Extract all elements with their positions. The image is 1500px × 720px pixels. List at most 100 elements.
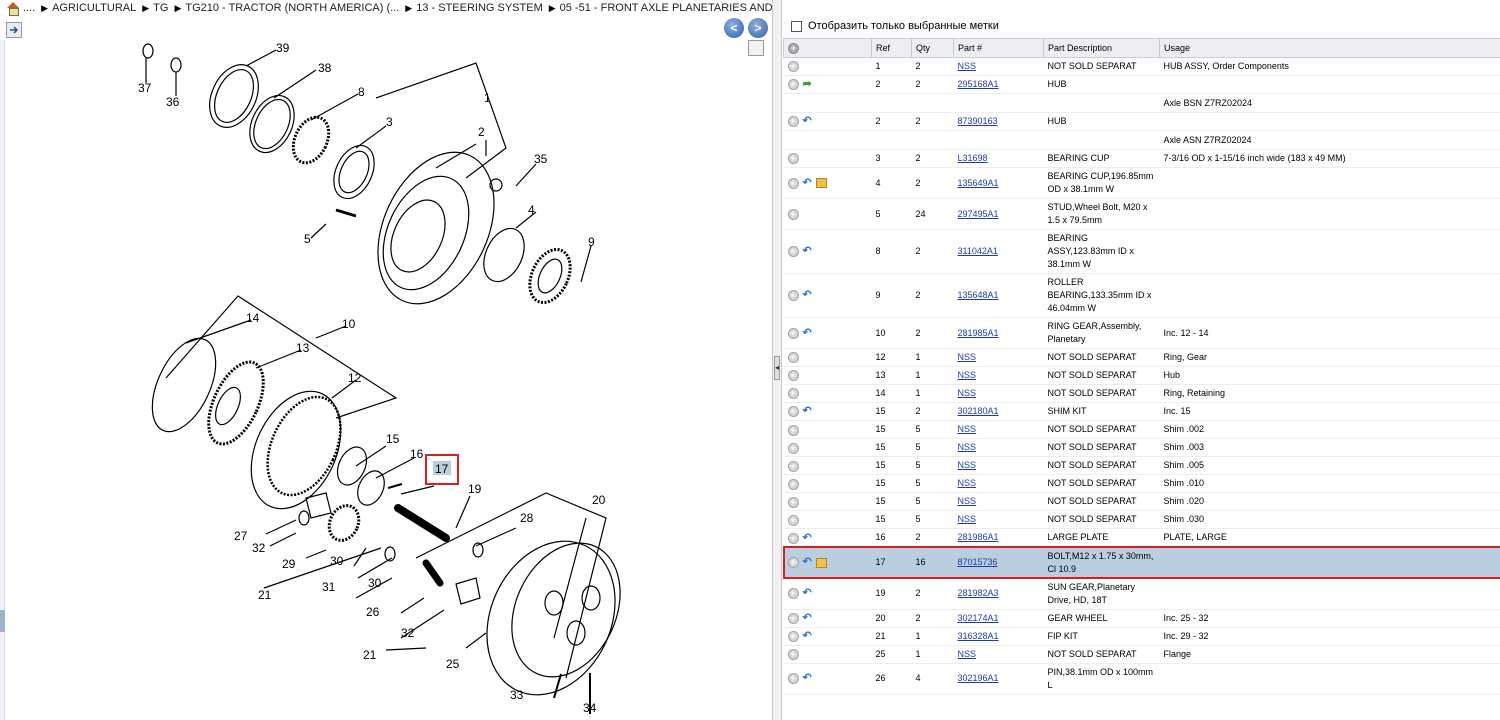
table-subrow[interactable]: Axle BSN Z7RZ02024 [783, 93, 1500, 114]
part-number-link[interactable]: 281985A1 [957, 327, 999, 338]
replaces-icon[interactable]: ↶ [802, 531, 812, 544]
add-to-cart-icon[interactable]: + [787, 532, 799, 544]
part-number-link[interactable]: 281982A3 [957, 588, 999, 598]
callout-20[interactable]: 20 [592, 493, 606, 507]
replaces-icon[interactable]: ↶ [802, 556, 812, 569]
part-number-link[interactable]: 302196A1 [957, 673, 999, 684]
callout-27[interactable]: 27 [234, 529, 248, 543]
callout-39[interactable]: 39 [276, 41, 290, 55]
show-selected-only-checkbox[interactable] [791, 20, 802, 32]
callout-16[interactable]: 16 [410, 447, 424, 461]
replaces-icon[interactable]: ↶ [802, 629, 812, 642]
part-number-link[interactable]: NSS [957, 370, 977, 381]
callout-30[interactable]: 30 [330, 554, 344, 568]
add-to-cart-icon[interactable]: + [787, 290, 799, 302]
part-number-link[interactable]: NSS [957, 460, 977, 471]
add-to-cart-icon[interactable]: + [787, 442, 799, 454]
breadcrumb-label[interactable]: AGRICULTURAL [52, 2, 137, 15]
callout-37[interactable]: 37 [138, 81, 152, 95]
add-to-cart-icon[interactable]: + [787, 327, 799, 339]
callout-13[interactable]: 13 [296, 341, 310, 355]
add-to-cart-icon[interactable]: + [787, 116, 799, 128]
callout-38[interactable]: 38 [318, 61, 332, 75]
breadcrumb-item[interactable]: ▶13 - STEERING SYSTEM [405, 2, 542, 14]
callout-35[interactable]: 35 [534, 152, 548, 166]
breadcrumb-item[interactable]: ▶05 -51 - FRONT AXLE PLANETARIES AND H..… [549, 2, 780, 14]
part-number-link[interactable]: 302180A1 [957, 406, 999, 417]
add-to-cart-icon[interactable]: + [787, 648, 799, 660]
part-number-link[interactable]: NSS [957, 388, 977, 399]
replaces-icon[interactable]: ↶ [802, 115, 812, 128]
add-to-cart-icon[interactable]: + [787, 612, 799, 624]
collapse-left-icon[interactable]: ◂ [774, 356, 780, 380]
add-to-cart-icon[interactable]: + [787, 246, 799, 258]
callout-17[interactable]: 17 [435, 462, 449, 476]
callout-21[interactable]: 21 [258, 588, 272, 602]
part-number-link[interactable]: 135648A1 [957, 290, 999, 301]
header-part-description[interactable]: Part Description [1043, 38, 1160, 58]
add-to-cart-icon[interactable]: + [787, 557, 799, 569]
replaces-icon[interactable]: ↶ [802, 245, 812, 258]
add-to-cart-icon[interactable]: + [787, 478, 799, 490]
part-number-link[interactable]: 297495A1 [957, 208, 999, 219]
replaces-icon[interactable]: ↶ [802, 289, 812, 302]
breadcrumb-item[interactable]: ▶TG [142, 2, 168, 14]
zoom-fit-button[interactable] [748, 40, 764, 56]
breadcrumb-label[interactable]: TG [153, 2, 169, 15]
replaces-icon[interactable]: ↶ [802, 672, 812, 685]
header-part-number[interactable]: Part # [953, 38, 1044, 58]
callout-21b[interactable]: 21 [363, 648, 377, 662]
callout-8[interactable]: 8 [358, 85, 365, 99]
collapse-panel-icon[interactable] [6, 22, 22, 38]
part-number-link[interactable]: 295168A1 [957, 79, 999, 90]
panel-splitter[interactable]: ◂ [772, 0, 782, 720]
callout-32[interactable]: 32 [252, 541, 266, 555]
package-icon[interactable] [815, 557, 827, 568]
add-to-cart-icon[interactable]: + [787, 352, 799, 364]
part-number-link[interactable]: NSS [957, 514, 977, 525]
add-to-cart-icon[interactable]: + [787, 61, 799, 73]
callout-10[interactable]: 10 [342, 317, 356, 331]
replaces-icon[interactable]: ↶ [802, 587, 812, 600]
part-number-link[interactable]: NSS [957, 648, 977, 659]
breadcrumb-item[interactable]: ▶TG210 - TRACTOR (NORTH AMERICA) (... [174, 2, 399, 14]
header-qty[interactable]: Qty [911, 38, 954, 58]
replaces-icon[interactable]: ↶ [802, 176, 812, 189]
callout-25[interactable]: 25 [446, 657, 460, 671]
part-number-link[interactable]: 87390163 [957, 116, 998, 127]
add-to-cart-icon[interactable]: + [787, 673, 799, 685]
add-to-cart-icon[interactable]: + [787, 208, 799, 220]
callout-2[interactable]: 2 [478, 125, 485, 139]
breadcrumb-label[interactable]: 13 - STEERING SYSTEM [416, 2, 543, 15]
add-to-cart-icon[interactable]: + [787, 588, 799, 600]
table-subrow[interactable]: Axle ASN Z7RZ02024 [783, 130, 1500, 151]
part-number-link[interactable]: NSS [957, 352, 977, 363]
breadcrumb-label[interactable]: TG210 - TRACTOR (NORTH AMERICA) (... [185, 2, 400, 15]
add-to-cart-icon[interactable]: + [787, 424, 799, 436]
callout-12[interactable]: 12 [348, 371, 362, 385]
callout-26[interactable]: 26 [366, 605, 380, 619]
part-number-link[interactable]: NSS [957, 442, 977, 453]
part-number-link[interactable]: L31698 [957, 153, 988, 164]
callout-15[interactable]: 15 [386, 432, 400, 446]
add-to-cart-icon[interactable]: + [787, 496, 799, 508]
part-number-link[interactable]: NSS [957, 496, 977, 507]
header-ref[interactable]: Ref [871, 38, 912, 58]
package-icon[interactable] [815, 178, 827, 189]
